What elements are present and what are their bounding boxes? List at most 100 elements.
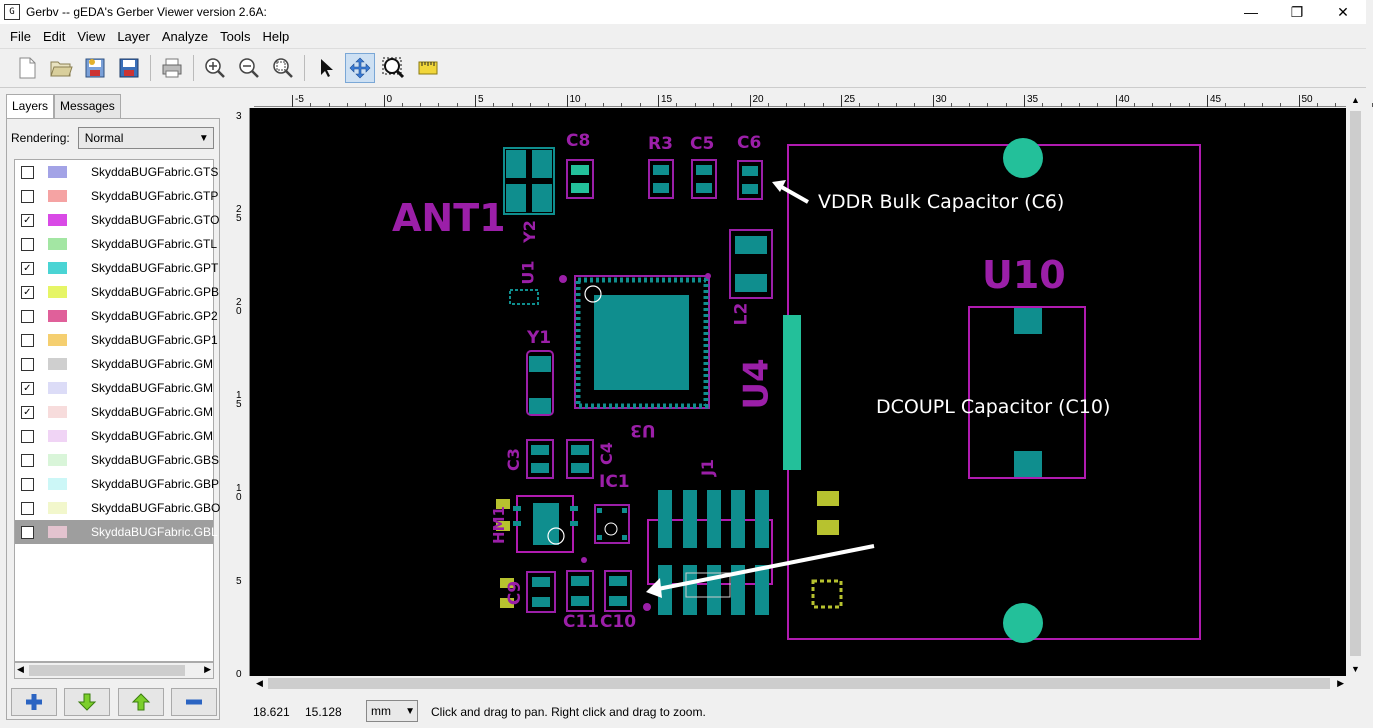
gerber-canvas[interactable]: ANT1 Y2 U1 Y1 U3 C8 R3 C5 C6 L2 U4 U10 C… xyxy=(250,108,1346,676)
layer-visibility-checkbox[interactable] xyxy=(21,165,34,179)
layer-visibility-checkbox[interactable]: ✓ xyxy=(21,261,34,275)
layer-visibility-checkbox[interactable] xyxy=(21,357,34,371)
layer-color-swatch[interactable] xyxy=(47,310,67,322)
layer-visibility-checkbox[interactable]: ✓ xyxy=(21,381,34,395)
u10-outline xyxy=(968,306,1086,479)
layer-color-swatch[interactable] xyxy=(47,382,67,394)
layer-row[interactable]: ✓SkyddaBUGFabric.GTO xyxy=(15,208,219,232)
scroll-right-icon[interactable]: ▶ xyxy=(204,664,211,674)
restore-button[interactable]: ❐ xyxy=(1290,3,1304,20)
measure-icon[interactable] xyxy=(413,53,443,83)
layer-visibility-checkbox[interactable] xyxy=(21,237,34,251)
layer-row[interactable]: SkyddaBUGFabric.GBS xyxy=(15,448,219,472)
pan-icon[interactable] xyxy=(345,53,375,83)
layer-row[interactable]: SkyddaBUGFabric.GBL xyxy=(15,520,218,544)
layer-row[interactable]: SkyddaBUGFabric.GP2 xyxy=(15,304,218,328)
layer-row[interactable]: SkyddaBUGFabric.GBO xyxy=(15,496,220,520)
layer-row[interactable]: SkyddaBUGFabric.GP1 xyxy=(15,328,218,352)
revert-icon[interactable] xyxy=(80,53,110,83)
layer-row[interactable]: SkyddaBUGFabric.GM xyxy=(15,352,213,376)
layer-row[interactable]: SkyddaBUGFabric.GBP xyxy=(15,472,219,496)
layer-color-swatch[interactable] xyxy=(47,286,67,298)
scroll-up-icon[interactable]: ▲ xyxy=(1351,95,1360,105)
layer-visibility-checkbox[interactable] xyxy=(21,501,34,515)
layer-color-swatch[interactable] xyxy=(47,358,67,370)
layer-visibility-checkbox[interactable] xyxy=(21,525,34,539)
canvas-vertical-scrollbar[interactable]: ▲ ▼ xyxy=(1348,93,1363,676)
layer-color-swatch[interactable] xyxy=(47,334,67,346)
layer-visibility-checkbox[interactable]: ✓ xyxy=(21,213,34,227)
menu-tools[interactable]: Tools xyxy=(220,28,251,44)
scroll-down-icon[interactable]: ▼ xyxy=(1351,664,1360,674)
layer-row[interactable]: ✓SkyddaBUGFabric.GM xyxy=(15,400,213,424)
zoom-fit-icon[interactable] xyxy=(268,53,298,83)
layer-visibility-checkbox[interactable]: ✓ xyxy=(21,285,34,299)
menu-edit[interactable]: Edit xyxy=(42,28,66,44)
move-up-button[interactable] xyxy=(117,688,164,716)
layer-visibility-checkbox[interactable] xyxy=(21,333,34,347)
ruler-tick: 15 xyxy=(658,95,672,107)
layer-row[interactable]: ✓SkyddaBUGFabric.GPT xyxy=(15,256,218,280)
layer-row[interactable]: ✓SkyddaBUGFabric.GPB xyxy=(15,280,219,304)
layer-color-swatch[interactable] xyxy=(47,430,67,442)
unit-select[interactable]: mm ▼ xyxy=(366,700,418,722)
layer-row[interactable]: SkyddaBUGFabric.GTS xyxy=(15,160,218,184)
layer-row[interactable]: SkyddaBUGFabric.GTL xyxy=(15,232,218,256)
canvas-horizontal-scrollbar[interactable]: ◀ ▶ xyxy=(254,676,1346,691)
layer-visibility-checkbox[interactable] xyxy=(21,477,34,491)
layer-name: SkyddaBUGFabric.GTL xyxy=(91,237,218,251)
layer-color-swatch[interactable] xyxy=(47,478,67,490)
zoom-out-icon[interactable] xyxy=(234,53,264,83)
print-icon[interactable] xyxy=(157,53,187,83)
layer-visibility-checkbox[interactable]: ✓ xyxy=(21,405,34,419)
yellow-pad xyxy=(817,491,839,506)
layer-visibility-checkbox[interactable] xyxy=(21,189,34,203)
layer-visibility-checkbox[interactable] xyxy=(21,429,34,443)
toolbar xyxy=(0,48,1366,88)
layer-color-swatch[interactable] xyxy=(47,166,67,178)
window-title: Gerbv -- gEDA's Gerber Viewer version 2.… xyxy=(26,5,267,19)
scroll-left-icon[interactable]: ◀ xyxy=(256,678,263,688)
layer-color-swatch[interactable] xyxy=(47,502,67,514)
layer-visibility-checkbox[interactable] xyxy=(21,309,34,323)
layer-row[interactable]: SkyddaBUGFabric.GM xyxy=(15,424,213,448)
scroll-left-icon[interactable]: ◀ xyxy=(17,664,24,674)
close-button[interactable]: ✕ xyxy=(1337,3,1349,20)
scrollbar-thumb[interactable] xyxy=(268,678,1330,689)
rendering-select[interactable]: Normal ▼ xyxy=(77,127,214,149)
tab-messages[interactable]: Messages xyxy=(54,94,121,118)
minimize-button[interactable]: — xyxy=(1244,4,1258,20)
layer-visibility-checkbox[interactable] xyxy=(21,453,34,467)
layer-color-swatch[interactable] xyxy=(47,214,67,226)
layer-list-scrollbar[interactable]: ◀ ▶ xyxy=(14,662,214,679)
layer-color-swatch[interactable] xyxy=(47,190,67,202)
layer-color-swatch[interactable] xyxy=(47,262,67,274)
zoom-tool-icon[interactable] xyxy=(379,53,409,83)
zoom-in-icon[interactable] xyxy=(200,53,230,83)
pointer-icon[interactable] xyxy=(311,53,341,83)
scroll-right-icon[interactable]: ▶ xyxy=(1337,678,1344,688)
layer-row[interactable]: ✓SkyddaBUGFabric.GM xyxy=(15,376,213,400)
scrollbar-thumb[interactable] xyxy=(29,665,185,676)
ruler-minor-tick xyxy=(529,103,531,107)
layer-row[interactable]: SkyddaBUGFabric.GTP xyxy=(15,184,218,208)
layer-color-swatch[interactable] xyxy=(47,406,67,418)
move-down-button[interactable] xyxy=(64,688,111,716)
remove-layer-button[interactable] xyxy=(171,688,218,716)
tab-layers[interactable]: Layers xyxy=(6,94,55,118)
new-icon[interactable] xyxy=(12,53,42,83)
scrollbar-thumb[interactable] xyxy=(1350,111,1361,656)
menu-layer[interactable]: Layer xyxy=(117,28,150,44)
ruler-minor-tick xyxy=(969,103,971,107)
menu-help[interactable]: Help xyxy=(262,28,290,44)
layer-color-swatch[interactable] xyxy=(47,454,67,466)
menu-analyze[interactable]: Analyze xyxy=(161,28,209,44)
menu-view[interactable]: View xyxy=(77,28,106,44)
save-icon[interactable] xyxy=(114,53,144,83)
layer-color-swatch[interactable] xyxy=(47,526,67,538)
menu-file[interactable]: File xyxy=(10,28,31,44)
add-layer-button[interactable] xyxy=(10,688,57,716)
layer-color-swatch[interactable] xyxy=(47,238,67,250)
open-icon[interactable] xyxy=(46,53,76,83)
